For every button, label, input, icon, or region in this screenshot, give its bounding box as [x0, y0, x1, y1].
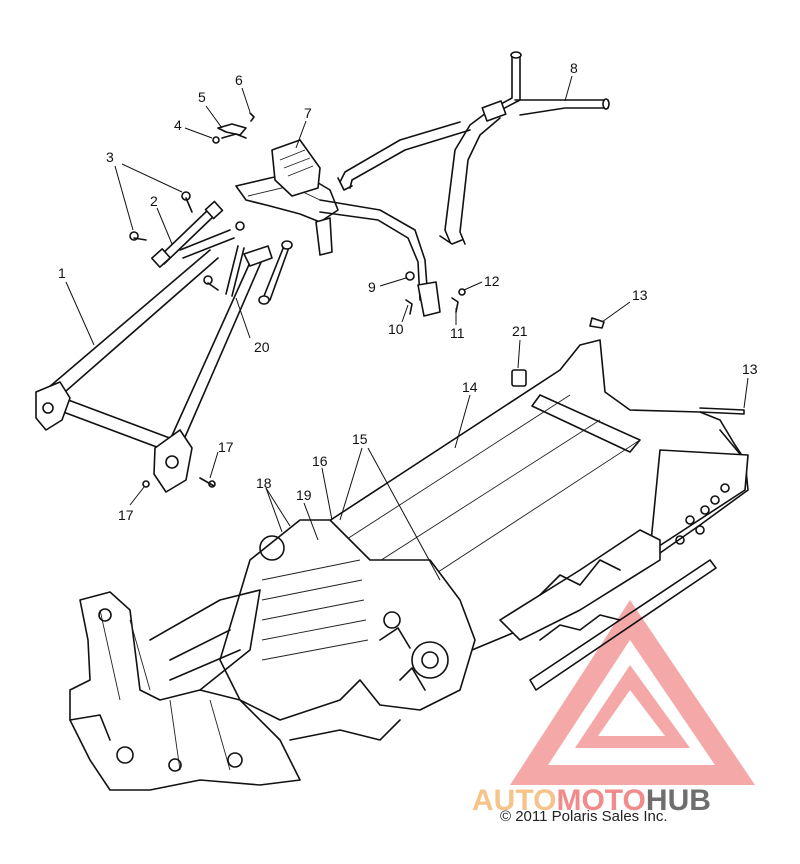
callout-1: 1	[58, 265, 66, 281]
front-bulkhead	[219, 519, 476, 721]
callout-14: 14	[462, 379, 478, 395]
callout-9: 9	[368, 279, 376, 295]
tie-rod-parts	[129, 191, 245, 268]
front-suspension-frame	[69, 589, 401, 791]
rear-bolts	[589, 317, 745, 415]
svg-text:AUTOMOTOHUB: AUTOMOTOHUB	[472, 784, 711, 817]
watermark-logo: AUTOMOTOHUB	[472, 784, 711, 817]
steering-support	[235, 139, 441, 317]
clip-hardware	[212, 112, 255, 144]
callout-15: 15	[352, 431, 368, 447]
callout-20: 20	[254, 339, 270, 355]
leader-lines	[65, 75, 749, 581]
callout-11: 11	[450, 325, 465, 341]
bumper-block	[511, 369, 527, 387]
callout-3: 3	[106, 149, 114, 165]
callout-19: 19	[296, 487, 312, 503]
watermark-part2: MOTO	[556, 784, 645, 817]
callout-8: 8	[570, 60, 578, 76]
watermark-part1: AUTO	[472, 784, 556, 817]
front-a-frame	[35, 245, 273, 493]
copyright-notice: © 2011 Polaris Sales Inc.	[500, 808, 668, 825]
callout-16: 16	[312, 453, 328, 469]
rear-y-brace	[337, 51, 610, 245]
callout-5: 5	[198, 89, 206, 105]
watermark-triangle	[510, 600, 755, 785]
fasteners	[405, 271, 466, 315]
strut-assembly	[203, 240, 293, 305]
callout-17b: 17	[118, 507, 134, 523]
callout-7: 7	[304, 105, 312, 121]
callout-12: 12	[484, 273, 500, 289]
callout-labels: 1 2 3 4 5 6 7 8 9 10 11 12 13 13 14 15 1…	[58, 60, 758, 523]
callout-21: 21	[512, 323, 528, 339]
callout-13a: 13	[632, 287, 648, 303]
callout-13b: 13	[742, 361, 758, 377]
callout-17a: 17	[218, 439, 234, 455]
callout-10: 10	[388, 321, 404, 337]
watermark-part3: HUB	[646, 784, 711, 817]
callout-6: 6	[235, 72, 243, 88]
callout-18: 18	[256, 475, 272, 491]
callout-2: 2	[150, 193, 158, 209]
callout-4: 4	[174, 117, 182, 133]
